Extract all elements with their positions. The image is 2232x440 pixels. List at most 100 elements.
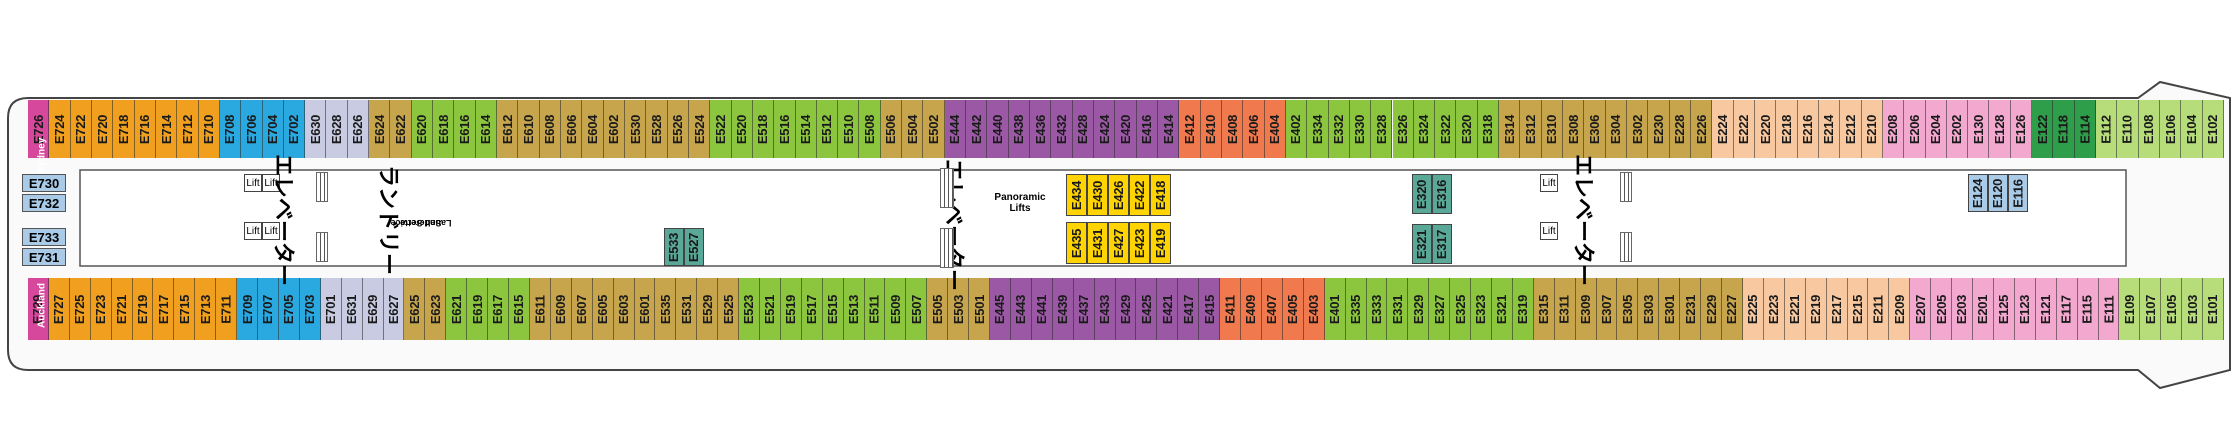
- cabin-e525: E525: [718, 278, 740, 340]
- cabin-e616: E616: [454, 100, 476, 158]
- cabin-e439: E439: [1052, 278, 1074, 340]
- cabin-label: E526: [670, 114, 686, 144]
- cabin-e227: E227: [1722, 278, 1743, 340]
- cabin-label: E714: [158, 114, 174, 144]
- cabin-e604: E604: [582, 100, 604, 158]
- cabin-e535: E535: [655, 278, 677, 340]
- cabin-e514: E514: [795, 100, 817, 158]
- cabin-label: E407: [1264, 294, 1280, 324]
- cabin-label: E109: [2121, 294, 2137, 324]
- lift-2: Lift: [262, 174, 280, 192]
- cabin-e109: E109: [2119, 278, 2141, 340]
- cabin-label: E506: [883, 114, 899, 144]
- cabin-label: E114: [2077, 114, 2093, 144]
- cabin-label: E429: [1117, 294, 1133, 324]
- cabin-e108: E108: [2138, 100, 2161, 158]
- cabin-e219: E219: [1805, 278, 1827, 340]
- cabin-e441: E441: [1031, 278, 1053, 340]
- cabin-e727: E727: [48, 278, 70, 340]
- lift-6: Lift: [1540, 222, 1558, 240]
- cabin-label: E445: [992, 294, 1008, 324]
- cabin-e431: E431: [1087, 222, 1108, 264]
- cabin-label: E202: [1949, 114, 1965, 144]
- cabin-e220: E220: [1754, 100, 1777, 158]
- cabin-label: E512: [819, 114, 835, 144]
- cabin-label: E707: [260, 294, 276, 324]
- cabin-label: E609: [553, 294, 569, 324]
- cabin-label: E321: [1414, 229, 1430, 259]
- cabin-label: E505: [929, 294, 945, 324]
- cabin-e303: E303: [1638, 278, 1660, 340]
- cabin-e607: E607: [571, 278, 593, 340]
- cabin-label: E335: [1348, 294, 1364, 324]
- cabin-label: E501: [971, 294, 987, 324]
- cabin-e624: E624: [369, 100, 391, 158]
- cabin-label: E332: [1331, 114, 1347, 144]
- cabin-label: E125: [1996, 294, 2012, 324]
- cabin-label: E324: [1416, 114, 1432, 144]
- cabin-e424: E424: [1094, 100, 1116, 158]
- cabin-label: E331: [1389, 294, 1405, 324]
- cabin-label: E533: [666, 232, 682, 262]
- cabin-label: E624: [371, 114, 387, 144]
- cabin-label: E530: [627, 114, 643, 144]
- cabin-e708: E708: [219, 100, 242, 158]
- cabin-e102: E102: [2202, 100, 2224, 158]
- cabin-e124: E124: [1968, 174, 1988, 212]
- cabin-label: E310: [1544, 114, 1560, 144]
- cabin-label: E206: [1906, 114, 1922, 144]
- cabin-label: E417: [1180, 294, 1196, 324]
- cabin-e320: E320: [1456, 100, 1478, 158]
- cabin-e231: E231: [1680, 278, 1702, 340]
- cabin-label: E320: [1459, 114, 1475, 144]
- cabin-e423: E423: [1129, 222, 1150, 264]
- cabin-label: E219: [1808, 294, 1824, 324]
- cabin-e505: E505: [927, 278, 949, 340]
- cabin-e221: E221: [1784, 278, 1806, 340]
- cabin-e729: E729: [28, 278, 49, 340]
- cabin-e730: E730: [22, 174, 66, 192]
- cabin-label: E222: [1736, 114, 1752, 144]
- cabin-label: E411: [1222, 294, 1238, 324]
- cabin-e215: E215: [1847, 278, 1869, 340]
- cabin-e310: E310: [1541, 100, 1564, 158]
- cabin-e322: E322: [1435, 100, 1457, 158]
- cabin-label: E630: [307, 114, 323, 144]
- cabin-label: E105: [2163, 294, 2179, 324]
- stairs-mid-2: [940, 228, 954, 268]
- cabin-label: E419: [1153, 228, 1169, 258]
- cabin-label: E623: [427, 294, 443, 324]
- cabin-label: E602: [606, 114, 622, 144]
- cabin-label: E427: [1111, 228, 1127, 258]
- cabin-e521: E521: [760, 278, 781, 340]
- cabin-e533: E533: [664, 228, 684, 266]
- cabin-e332: E332: [1328, 100, 1350, 158]
- cabin-e420: E420: [1115, 100, 1137, 158]
- cabin-label: E221: [1787, 294, 1803, 324]
- cabin-e320: E320: [1412, 174, 1432, 214]
- cabin-label: E612: [499, 114, 515, 144]
- cabin-e103: E103: [2182, 278, 2204, 340]
- cabin-e429: E429: [1115, 278, 1137, 340]
- cabin-e126: E126: [2010, 100, 2033, 158]
- cabin-e606: E606: [561, 100, 583, 158]
- cabin-label: E442: [968, 114, 984, 144]
- cabin-label: E418: [1153, 180, 1169, 210]
- cabin-e726: E726: [28, 100, 50, 158]
- cabin-label: E401: [1327, 294, 1343, 324]
- cabin-label: E611: [532, 294, 548, 324]
- cabin-label: E426: [1111, 180, 1127, 210]
- cabin-e520: E520: [731, 100, 753, 158]
- cabin-e709: E709: [237, 278, 259, 340]
- cabin-label: E416: [1139, 114, 1155, 144]
- cabin-e440: E440: [987, 100, 1009, 158]
- cabin-e614: E614: [475, 100, 498, 158]
- cabin-e631: E631: [341, 278, 363, 340]
- cabin-e228: E228: [1669, 100, 1691, 158]
- cabin-label: E727: [51, 294, 67, 324]
- cabin-e704: E704: [262, 100, 284, 158]
- cabin-e508: E508: [859, 100, 881, 158]
- cabin-label: E311: [1557, 294, 1573, 324]
- cabin-label: E702: [286, 114, 302, 144]
